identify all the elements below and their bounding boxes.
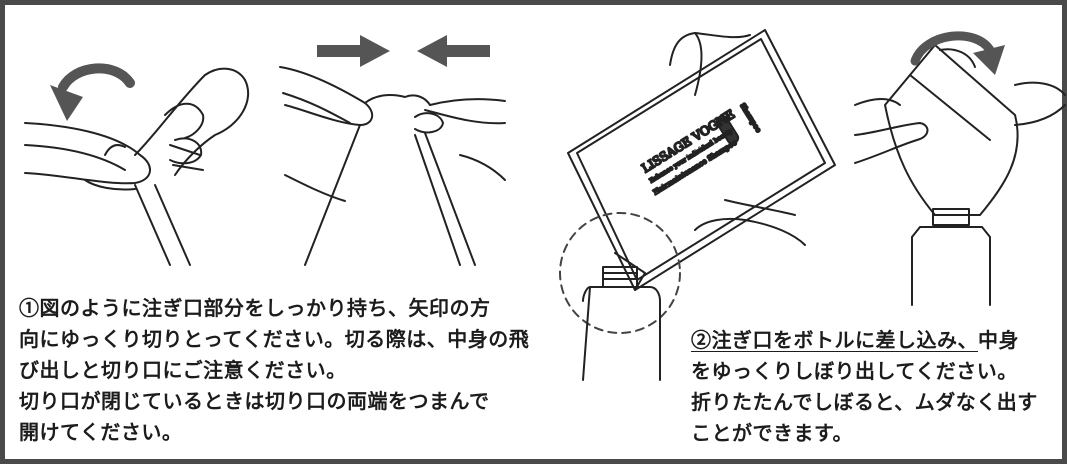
step1-line: ①図のように注ぎ口部分をしっかり持ち、矢印の方 xyxy=(19,296,491,320)
package-illustration xyxy=(567,29,836,291)
rolled-package-illustration xyxy=(854,44,1066,306)
step2-caption: ②注ぎ口をボトルに差し込み、中身 をゆっくりしぼり出してください。 折りたたんで… xyxy=(691,325,1061,449)
step2-underlined-text: ②注ぎ口をボトルに差し込み、 xyxy=(691,328,978,352)
illustrations: LISSAGE VOGNE Enhance your individual be… xyxy=(24,29,1066,381)
step2-line: 中身 xyxy=(978,328,1019,352)
side-label: Shampoo xyxy=(738,102,762,134)
step2-line: 折りたたんでしぼると、ムダなく出す xyxy=(691,390,1038,414)
curved-arrow-icon xyxy=(58,63,135,92)
step1-line: 開けてください。 xyxy=(19,420,183,444)
bottle-left-illustration xyxy=(559,212,681,381)
step1-line: び出しと切り口にご注意ください。 xyxy=(19,358,347,382)
arrow-head-icon xyxy=(50,85,83,121)
pinch-hands-illustration xyxy=(279,66,506,266)
rolled-arrow-icon xyxy=(910,31,995,66)
step2-line: をゆっくりしぼり出してください。 xyxy=(691,359,1018,383)
step2-line: ことができます。 xyxy=(691,421,853,445)
pinch-arrows xyxy=(317,35,490,67)
tear-hands-illustration xyxy=(24,67,250,266)
step1-line: 切り口が閉じているときは切り口の両端をつまんで xyxy=(19,389,490,413)
step2-first-line: ②注ぎ口をボトルに差し込み、中身 xyxy=(691,325,1061,356)
brand-name: LISSAGE VOGNE xyxy=(639,107,737,176)
step1-caption: ①図のように注ぎ口部分をしっかり持ち、矢印の方 向にゆっくり切りとってください。… xyxy=(19,293,579,448)
step1-line: 向にゆっくり切りとってください。切る際は、中身の飛 xyxy=(19,327,530,351)
rolled-arrow-head-icon xyxy=(973,45,1005,75)
